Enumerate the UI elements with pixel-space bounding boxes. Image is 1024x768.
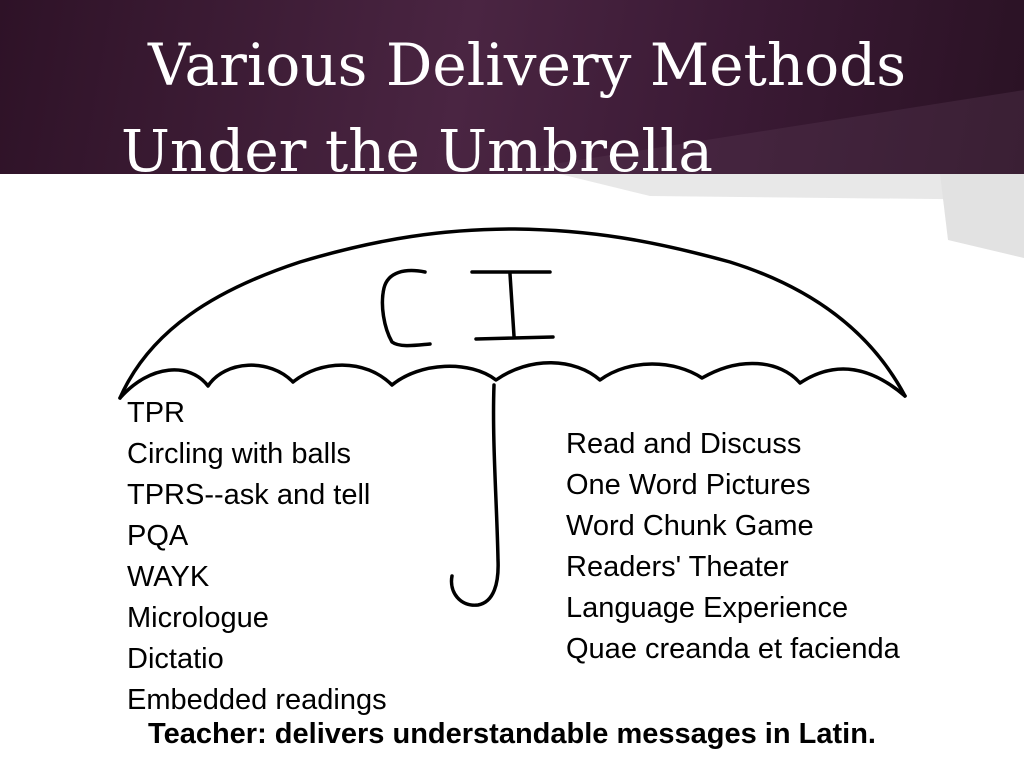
left-method-item: TPRS--ask and tell — [127, 479, 371, 511]
right-methods-list: Read and Discuss One Word Pictures Word … — [566, 424, 926, 670]
slide-title: Various Delivery Methods Under the Umbre… — [0, 22, 1024, 194]
right-method-item: Readers' Theater — [566, 551, 789, 583]
title-band — [0, 0, 1024, 174]
umbrella-canopy — [118, 227, 907, 400]
umbrella-scallops — [118, 361, 907, 400]
left-method-item: Dictatio — [127, 643, 224, 675]
right-method-item: Read and Discuss — [566, 428, 802, 460]
right-method-item: Language Experience — [566, 592, 849, 624]
right-method-item: Quae creanda et facienda — [566, 633, 900, 665]
left-method-item: Circling with balls — [127, 438, 352, 470]
footer-caption: Teacher: delivers understandable message… — [148, 718, 876, 750]
umbrella-shaft — [449, 383, 500, 607]
left-method-item: TPR — [127, 397, 185, 429]
left-method-item: Micrologue — [127, 602, 269, 634]
umbrella-label-c — [380, 268, 432, 348]
left-method-item: Embedded readings — [127, 684, 387, 716]
right-method-item: One Word Pictures — [566, 469, 811, 501]
title-line-2: Under the Umbrella — [120, 117, 713, 185]
left-method-item: WAYK — [127, 561, 210, 593]
left-methods-list: TPR Circling with balls TPRS--ask and te… — [127, 393, 387, 721]
right-method-item: Word Chunk Game — [566, 510, 814, 542]
left-method-item: PQA — [127, 520, 189, 552]
umbrella-label-i — [470, 270, 555, 341]
band-decoration — [490, 90, 1024, 258]
title-line-1: Various Delivery Methods — [147, 31, 907, 99]
